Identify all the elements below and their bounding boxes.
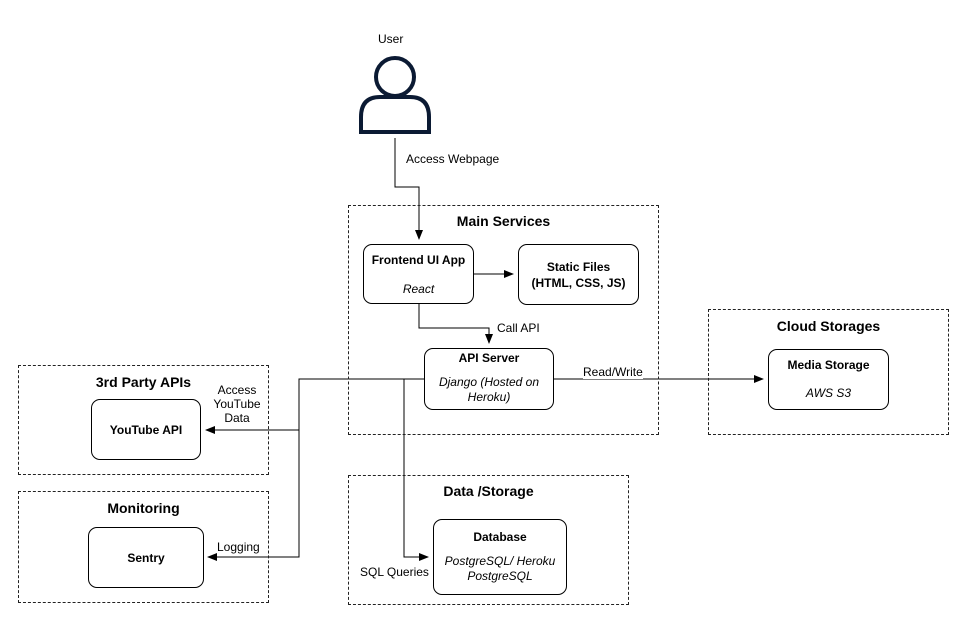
database-node[interactable]: Database PostgreSQL/ Heroku PostgreSQL [433, 519, 567, 595]
node-title: Database [473, 530, 527, 544]
sentry-node[interactable]: Sentry [88, 527, 204, 588]
node-subtitle: Django (Hosted on Heroku) [438, 375, 540, 404]
api-server-node[interactable]: API Server Django (Hosted on Heroku) [424, 348, 554, 410]
edge-label-call-api: Call API [497, 321, 540, 335]
group-title: Main Services [456, 213, 551, 229]
edge-api-database [403, 379, 429, 561]
edge-label-access-webpage: Access Webpage [406, 152, 500, 166]
node-title: YouTube API [109, 422, 183, 437]
user-label: User [378, 32, 404, 46]
edge-label-read-write: Read/Write [583, 365, 643, 379]
node-subtitle: AWS S3 [805, 386, 852, 400]
edge-label-access-youtube-data: Access YouTube Data [208, 383, 266, 425]
edge-api-youtube [205, 378, 424, 434]
node-title: Sentry [127, 550, 165, 565]
frontend-node[interactable]: Frontend UI App React [363, 244, 474, 304]
group-title: Cloud Storages [776, 318, 881, 334]
node-subtitle: PostgreSQL/ Heroku PostgreSQL [444, 554, 556, 583]
static-files-node[interactable]: Static Files (HTML, CSS, JS) [518, 244, 639, 305]
group-cloud-storages: Cloud Storages [708, 309, 949, 435]
edge-label-logging: Logging [217, 540, 260, 554]
edge-user-frontend [394, 138, 423, 240]
youtube-api-node[interactable]: YouTube API [91, 399, 201, 460]
node-title: Static Files [546, 259, 611, 274]
group-data-storage: Data /Storage [348, 475, 629, 605]
edge-frontend-api [418, 304, 493, 344]
group-monitoring: Monitoring [18, 491, 269, 603]
group-title: 3rd Party APIs [95, 374, 192, 390]
group-main-services: Main Services [348, 205, 659, 435]
edge-api-sentry [207, 430, 300, 561]
user-icon [359, 56, 431, 134]
media-storage-node[interactable]: Media Storage AWS S3 [768, 349, 889, 410]
group-title: Data /Storage [443, 483, 534, 499]
node-title: API Server [458, 351, 520, 365]
node-title: Media Storage [787, 358, 870, 372]
group-third-party-apis: 3rd Party APIs [18, 365, 269, 475]
node-subtitle: React [402, 282, 435, 296]
group-title: Monitoring [107, 500, 180, 516]
edge-label-sql-queries: SQL Queries [360, 565, 429, 579]
node-title: Frontend UI App [371, 253, 466, 267]
node-subtitle: (HTML, CSS, JS) [531, 275, 626, 290]
